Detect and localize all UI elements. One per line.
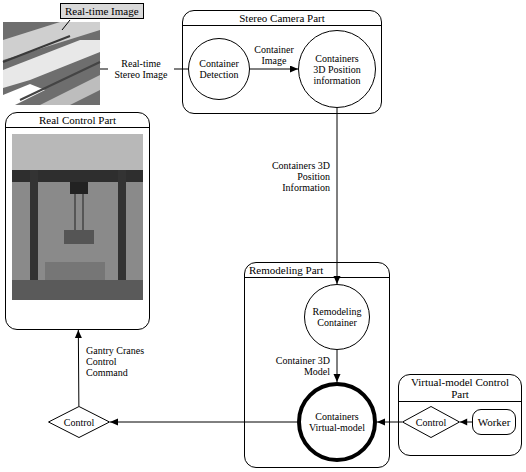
connector-line	[337, 108, 338, 284]
gantry-crane-photo	[12, 134, 143, 300]
connector-line	[78, 330, 80, 406]
edge-label: Containers 3D Position Information	[248, 160, 330, 193]
edge-label: Gantry Cranes Control Command	[86, 345, 148, 378]
arrow-head	[460, 419, 467, 426]
connector-line	[110, 422, 297, 423]
process-circle: Containers 3D Position information	[298, 30, 376, 108]
arrow-head	[377, 419, 385, 426]
signal-label: Real-time Stereo Image	[108, 58, 174, 80]
edge-label: Container Image	[252, 44, 296, 66]
control-diamond: Control	[402, 406, 460, 438]
connector	[334, 108, 341, 284]
leader-line	[62, 20, 70, 30]
node-text: Containers Virtual-model	[306, 411, 368, 433]
actor-box: Worker	[472, 409, 516, 435]
connector	[75, 330, 82, 406]
caption-box: Real-time Image	[60, 3, 144, 19]
process-circle: Container Detection	[188, 38, 250, 100]
node-text: Container Detection	[194, 58, 244, 80]
node-text: Worker	[473, 416, 515, 428]
node-text: Control	[409, 417, 453, 428]
arrow-head	[110, 419, 118, 426]
node-text: Remodeling Container	[310, 306, 364, 328]
control-diamond: Control	[48, 406, 110, 438]
node-text: Remodeling Part	[245, 263, 389, 278]
connector	[334, 350, 341, 382]
arrow-head	[334, 374, 341, 382]
node-text: Stereo Camera Part	[183, 11, 381, 26]
arrow-head	[290, 66, 298, 73]
process-circle: Remodeling Container	[304, 284, 370, 350]
edge-label: Container 3D Model	[256, 355, 330, 377]
node-text: Virtual-model Control Part	[399, 375, 521, 402]
process-circle: Containers Virtual-model	[297, 382, 377, 462]
connector	[250, 66, 298, 73]
part-panel: Virtual-model Control PartControl Worker	[398, 374, 522, 456]
node-text: Containers 3D Position information	[309, 53, 365, 86]
node-text: Real Control Part	[6, 113, 149, 128]
arrow-head	[75, 330, 82, 338]
connector	[110, 419, 297, 426]
part-panel: Real Control Part	[5, 112, 150, 330]
container-yard-photo	[3, 22, 100, 105]
node-text: Control	[56, 417, 102, 428]
connector	[460, 419, 472, 426]
node-text: Real-time Image	[65, 5, 139, 17]
